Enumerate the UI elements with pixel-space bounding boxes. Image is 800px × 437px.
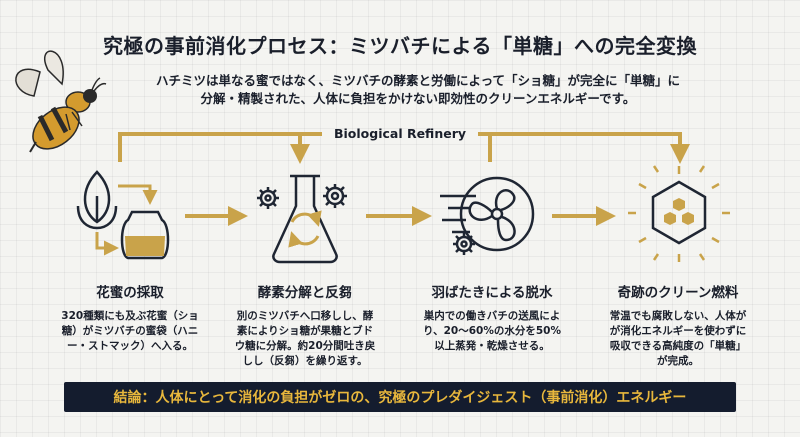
step-description: 巣内での働きバチの送風によ り、20〜60%の水分を50% 以上蒸発・乾燥させる… [412, 309, 572, 354]
step-title: 酵素分解と反芻 [257, 285, 353, 301]
gear-icon [323, 184, 347, 208]
honeycomb-icon [628, 165, 730, 262]
fan-icon [459, 176, 535, 252]
step-desc-line: り、20〜60%の水分を50% [423, 325, 561, 337]
step-desc-line: 吸収できる高純度の「単糖」 [609, 340, 747, 352]
step-nectar-collection: 花蜜の採取 320種類にも及ぶ花蜜（ショ 糖）がミツバチの蜜袋（ハニ ー・ストマ… [50, 281, 210, 354]
refinery-label: Biological Refinery [333, 126, 467, 141]
subtitle-line-1: ハチミツは単なる蜜ではなく、ミツバチの酵素と労働によって「ショ糖」が完全に「単糖… [155, 73, 680, 88]
conclusion-banner: 結論：人体にとって消化の負担がゼロの、究極のプレダイジェスト（事前消化）エネルギ… [64, 382, 736, 412]
step-description: 別のミツバチへ口移しし、酵 素によりショ糖が果糖とブド ウ糖に分解。約20分間吐… [225, 309, 385, 369]
step-desc-line: しし（反芻）を繰り返す。 [242, 355, 368, 367]
refinery-connectors [118, 132, 690, 164]
step-description: 常温でも腐敗しない、人体が が消化エネルギーを使わずに 吸収できる高純度の「単糖… [598, 309, 758, 369]
gear-icon [453, 233, 475, 255]
page-subtitle: ハチミツは単なる蜜ではなく、ミツバチの酵素と労働によって「ショ糖」が完全に「単糖… [98, 72, 738, 108]
step-desc-line: 常温でも腐敗しない、人体が [609, 310, 747, 322]
step-desc-line: ー・ストマック）へ入る。 [67, 340, 193, 352]
wind-lines [440, 194, 476, 234]
bee-icon [15, 50, 107, 153]
honey-jar-icon [120, 210, 170, 260]
page-title: 究極の事前消化プロセス：ミツバチによる「単糖」への完全変換 [103, 34, 697, 58]
step-title: 奇跡のクリーン燃料 [617, 285, 739, 301]
flask-icon [272, 174, 338, 264]
step-description: 320種類にも及ぶ花蜜（ショ 糖）がミツバチの蜜袋（ハニ ー・ストマック）へ入る… [50, 309, 210, 354]
gear-icon [257, 187, 279, 209]
step-desc-line: が消化エネルギーを使わずに [609, 325, 747, 337]
step-desc-line: 素によりショ糖が果糖とブド [236, 325, 374, 337]
flower-to-jar-arrows [95, 184, 158, 256]
step-desc-line: 以上蒸発・乾燥させる。 [434, 340, 550, 352]
step-desc-line: 糖）がミツバチの蜜袋（ハニ [61, 325, 199, 337]
step-desc-line: 別のミツバチへ口移しし、酵 [236, 310, 374, 322]
flower-leaf-icon [76, 170, 118, 230]
step-enzyme-digestion: 酵素分解と反芻 別のミツバチへ口移しし、酵 素によりショ糖が果糖とブド ウ糖に分… [225, 281, 385, 369]
step-desc-line: ウ糖に分解。約20分間吐き戻 [234, 340, 376, 352]
step-dehydration: 羽ばたきによる脱水 巣内での働きバチの送風によ り、20〜60%の水分を50% … [412, 281, 572, 354]
step-title: 羽ばたきによる脱水 [431, 285, 553, 301]
step-desc-line: が完成。 [657, 355, 699, 367]
step-clean-fuel: 奇跡のクリーン燃料 常温でも腐敗しない、人体が が消化エネルギーを使わずに 吸収… [598, 281, 758, 369]
step-title: 花蜜の採取 [96, 285, 164, 301]
step-desc-line: 320種類にも及ぶ花蜜（ショ [61, 310, 199, 322]
subtitle-line-2: 分解・精製された、人体に負担をかけない即効性のクリーンエネルギーです。 [200, 91, 636, 106]
step-desc-line: 巣内での働きバチの送風によ [423, 310, 561, 322]
